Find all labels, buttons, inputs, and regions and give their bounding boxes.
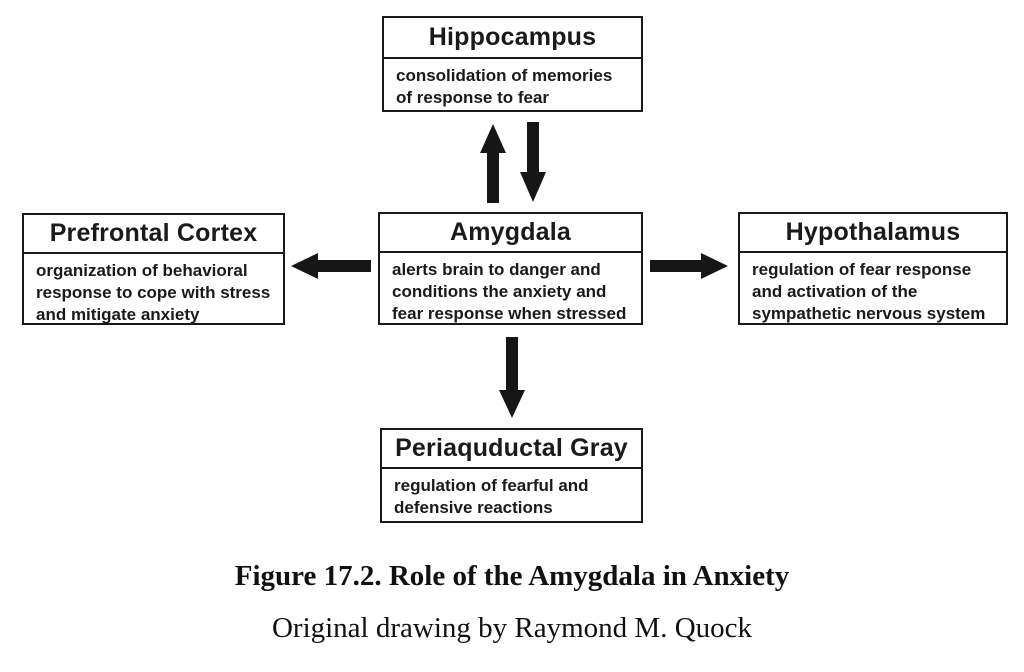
- node-hippocampus: Hippocampus consolidation of memories of…: [382, 16, 643, 112]
- node-hypothalamus: Hypothalamus regulation of fear response…: [738, 212, 1008, 325]
- node-hippocampus-description: consolidation of memories of response to…: [396, 66, 613, 107]
- arrow-amygdala-to-prefrontal-left-icon: [291, 253, 371, 279]
- node-periaquductal-gray: Periaquductal Gray regulation of fearful…: [380, 428, 643, 523]
- arrow-amygdala-to-periaquductal-down-icon: [499, 337, 525, 418]
- node-hippocampus-title: Hippocampus: [384, 18, 641, 59]
- figure-caption-title: Figure 17.2. Role of the Amygdala in Anx…: [234, 560, 790, 592]
- node-amygdala-title: Amygdala: [380, 214, 641, 253]
- arrow-amygdala-to-hippocampus-up-icon: [480, 124, 506, 203]
- node-periaquductal-gray-title: Periaquductal Gray: [382, 430, 641, 469]
- node-amygdala: Amygdala alerts brain to danger and cond…: [378, 212, 643, 325]
- figure-caption-credit: Original drawing by Raymond M. Quock: [271, 612, 753, 644]
- node-periaquductal-gray-description: regulation of fearful and defensive reac…: [394, 476, 589, 517]
- node-prefrontal-cortex-title: Prefrontal Cortex: [24, 215, 283, 254]
- node-hypothalamus-title: Hypothalamus: [740, 214, 1006, 253]
- arrow-amygdala-to-hypothalamus-right-icon: [650, 253, 728, 279]
- node-prefrontal-cortex-description: organization of behavioral response to c…: [36, 261, 271, 324]
- arrow-hippocampus-to-amygdala-down-icon: [520, 122, 546, 202]
- node-amygdala-description: alerts brain to danger and conditions th…: [392, 260, 627, 323]
- node-prefrontal-cortex: Prefrontal Cortex organization of behavi…: [22, 213, 285, 325]
- node-hypothalamus-description: regulation of fear response and activati…: [752, 260, 986, 323]
